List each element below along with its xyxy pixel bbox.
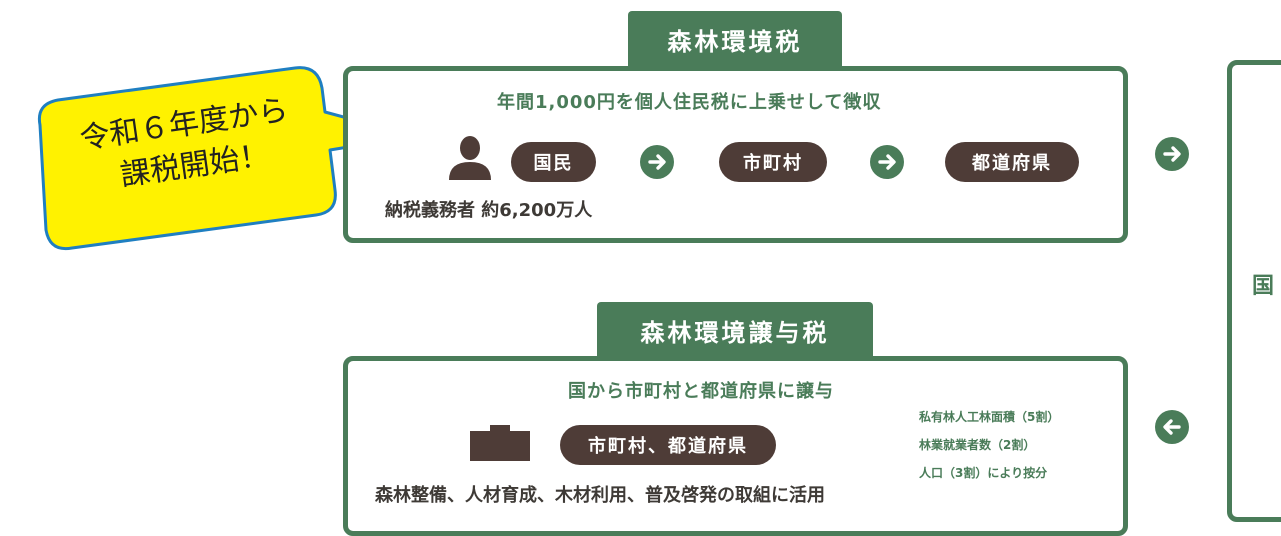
- flow-node-citizens: 国民: [511, 142, 596, 182]
- usage-text: 森林整備、人材育成、木材利用、普及啓発の取組に活用: [375, 485, 825, 506]
- criteria-item: 人口（3割）により按分: [919, 466, 1048, 480]
- transfer-tax-subtitle: 国から市町村と都道府県に譲与: [568, 381, 834, 402]
- arrow-right-icon: [870, 145, 904, 179]
- flow-node-municipalities: 市町村: [719, 142, 827, 182]
- national-government-label: 国: [1252, 274, 1275, 299]
- arrow-right-icon: [640, 145, 674, 179]
- forest-tax-subtitle: 年間1,000円を個人住民税に上乗せして徴収: [497, 92, 882, 113]
- person-icon: [449, 136, 491, 180]
- transfer-tax-title-tab: 森林環境譲与税: [597, 302, 873, 358]
- arrow-left-icon: [1155, 410, 1189, 444]
- forest-tax-title-tab: 森林環境税: [628, 11, 842, 67]
- arrow-right-icon: [1155, 137, 1189, 171]
- taxpayers-text: 納税義務者 約6,200万人: [385, 200, 593, 221]
- national-government-panel: [1227, 60, 1281, 522]
- criteria-item: 林業就業者数（2割）: [919, 438, 1036, 452]
- criteria-item: 私有林人工林面積（5割）: [919, 410, 1060, 424]
- recipient-pill: 市町村、都道府県: [560, 425, 776, 465]
- flow-node-prefectures: 都道府県: [945, 142, 1079, 182]
- building-icon: [470, 425, 530, 461]
